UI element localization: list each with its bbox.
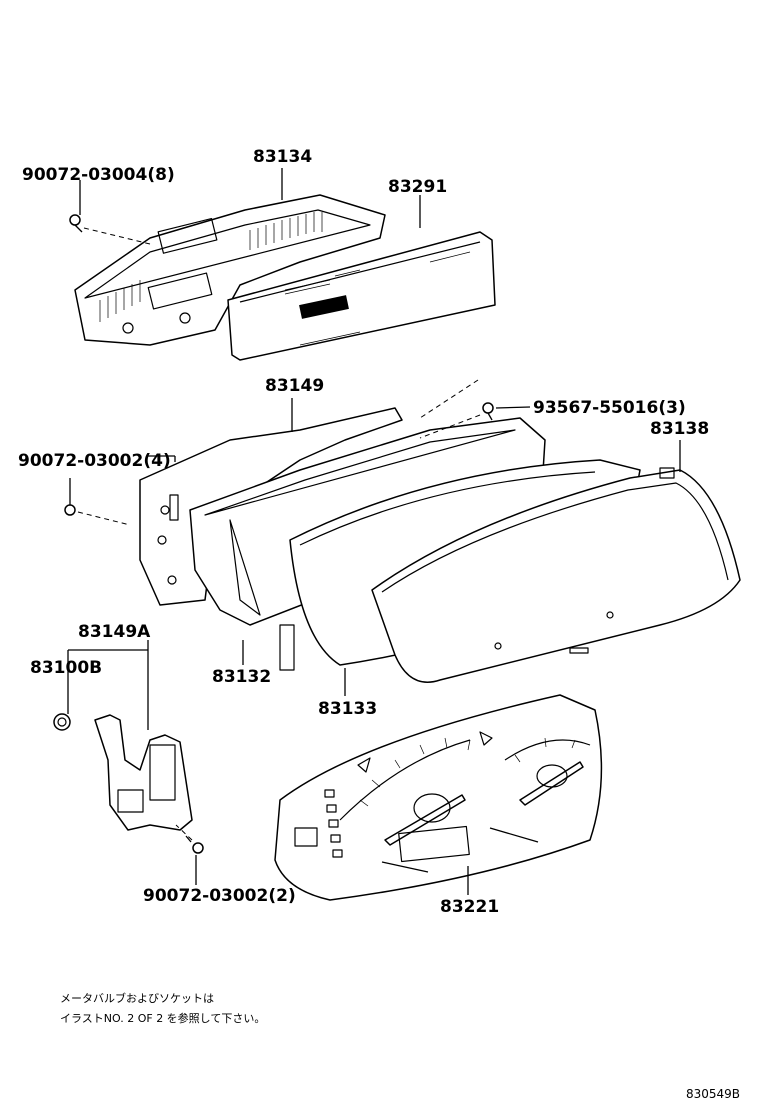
label-83132: 83132: [212, 667, 271, 687]
screw-90072-03004: [69, 214, 151, 245]
cover-83138: [371, 467, 741, 683]
label-83133: 83133: [318, 699, 377, 719]
label-83134: 83134: [253, 147, 312, 167]
label-90072-03002-2: 90072-03002(2): [143, 886, 296, 906]
label-83291: 83291: [388, 177, 447, 197]
gauge-panel-83221: [274, 694, 603, 901]
note-line-1: メータバルブおよびソケットは: [60, 991, 214, 1005]
label-83149: 83149: [265, 376, 324, 396]
figure-id: 830549B: [686, 1087, 740, 1101]
bulb-83100b: [53, 713, 71, 731]
screw-90072-03002-4: [64, 478, 131, 526]
screw-93567-55016: [419, 379, 494, 439]
screw-90072-03002-2: [175, 824, 204, 854]
note-line-2: イラストNO. 2 OF 2 を参照して下さい。: [60, 1011, 265, 1025]
label-90072-03002-4: 90072-03002(4): [18, 451, 171, 471]
label-83100b: 83100B: [30, 658, 102, 678]
leader-lines: [67, 168, 681, 895]
label-83149a: 83149A: [78, 622, 151, 642]
circuit-board-83291: [227, 231, 496, 361]
label-83221: 83221: [440, 897, 499, 917]
housing-83134: [74, 194, 386, 346]
label-93567-55016: 93567-55016(3): [533, 398, 686, 418]
socket-83149a: [94, 714, 193, 831]
label-90072-03004: 90072-03004(8): [22, 165, 175, 185]
label-83138: 83138: [650, 419, 709, 439]
